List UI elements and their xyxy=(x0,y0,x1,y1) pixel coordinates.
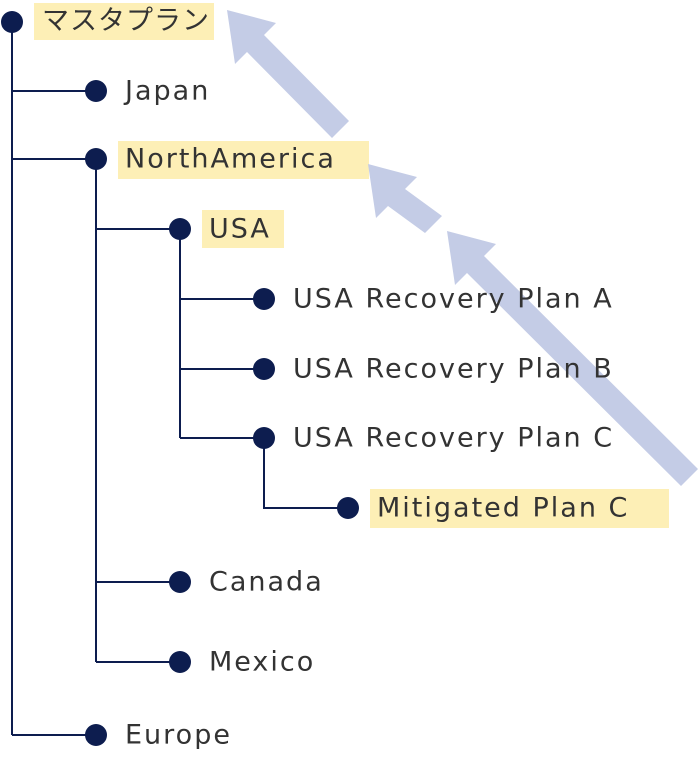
arrow-northamerica-to-root xyxy=(227,10,349,138)
node-labels: マスタプラン Japan NorthAmerica USA USA Recove… xyxy=(42,6,629,751)
propagation-arrows xyxy=(227,10,698,486)
node-label-europe: Europe xyxy=(125,720,232,751)
node-dot-usa xyxy=(169,218,191,240)
highlight-mitigated-plan-c xyxy=(370,489,669,528)
node-dot-usa-plan-c xyxy=(253,427,275,449)
node-dot-mitigated-plan-c xyxy=(337,497,359,519)
node-dot-mexico xyxy=(169,651,191,673)
node-label-northamerica: NorthAmerica xyxy=(125,144,336,175)
arrow-mitigated-to-usa xyxy=(447,231,698,486)
node-dot-root xyxy=(1,11,23,33)
node-label-usa-plan-c: USA Recovery Plan C xyxy=(293,423,614,454)
node-dot-usa-plan-a xyxy=(253,288,275,310)
highlight-northamerica xyxy=(118,141,369,179)
connector-northamerica xyxy=(95,159,180,663)
node-label-usa: USA xyxy=(209,214,271,245)
node-dots xyxy=(1,11,359,746)
node-dot-usa-plan-b xyxy=(253,358,275,380)
node-dot-japan xyxy=(85,80,107,102)
node-label-usa-plan-a: USA Recovery Plan A xyxy=(293,284,614,315)
node-label-mexico: Mexico xyxy=(209,647,315,678)
node-dot-europe xyxy=(85,724,107,746)
node-label-japan: Japan xyxy=(123,76,210,107)
highlight-root xyxy=(34,3,214,40)
highlight-boxes xyxy=(34,3,669,528)
node-label-mitigated-plan-c: Mitigated Plan C xyxy=(377,493,629,524)
node-label-canada: Canada xyxy=(209,567,324,598)
node-label-usa-plan-b: USA Recovery Plan B xyxy=(293,354,614,385)
connector-root xyxy=(11,22,96,736)
arrow-usa-to-northamerica xyxy=(368,164,442,233)
highlight-usa xyxy=(202,210,284,248)
node-dot-canada xyxy=(169,571,191,593)
node-dot-northamerica xyxy=(85,148,107,170)
node-label-root: マスタプラン xyxy=(42,6,210,37)
tree-connectors xyxy=(11,22,348,736)
connector-usa-plan-c xyxy=(263,438,348,509)
connector-usa xyxy=(179,229,264,439)
